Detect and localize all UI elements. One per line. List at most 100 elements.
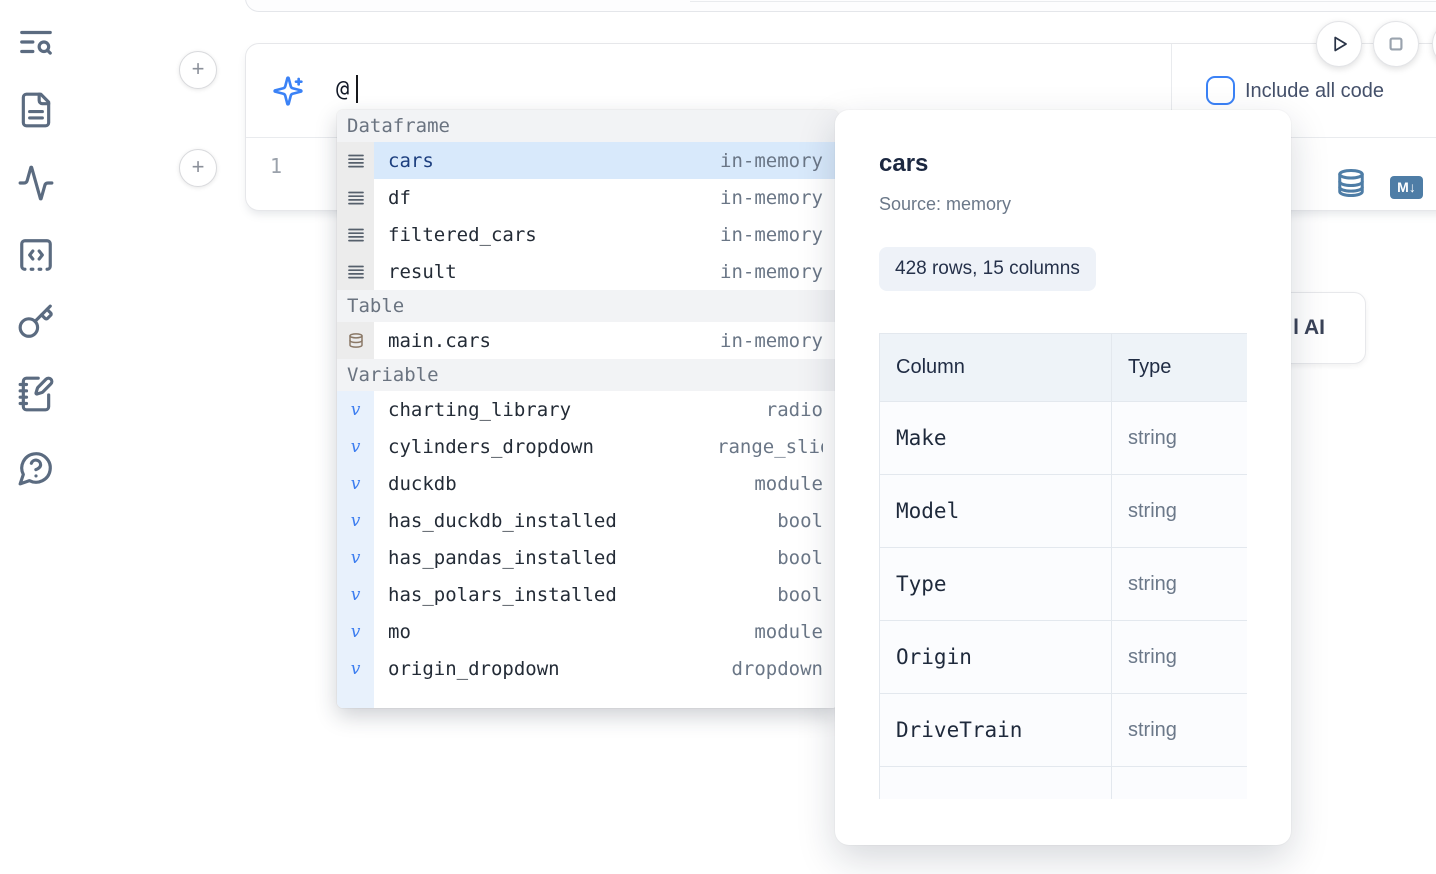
help-circle-icon[interactable] [17,449,55,487]
autocomplete-item[interactable]: main.carsin-memory [337,322,838,359]
autocomplete-item[interactable]: result in-memory [337,253,838,290]
editor-line-number: 1 [270,154,282,178]
key-icon[interactable] [17,303,55,341]
dataframe-icon [348,265,364,279]
autocomplete-item-type: in-memory [717,261,823,283]
autocomplete-item-type: in-memory [717,224,823,246]
autocomplete-item-type: bool [717,547,823,569]
autocomplete-item-type: radio [717,399,823,421]
autocomplete-item-gutter: v [337,465,374,502]
autocomplete-item[interactable] [337,687,838,708]
autocomplete-item-gutter [337,322,374,359]
autocomplete-item-type: module [717,621,823,643]
autocomplete-item-name: result [388,261,457,283]
autocomplete-item-body: cars in-memory [374,142,838,179]
database-icon[interactable] [1336,166,1366,200]
autocomplete-item-gutter: v [337,391,374,428]
autocomplete-item-name: cars [388,150,434,172]
schema-table-wrap: ColumnTypeMakestringModelstringTypestrin… [879,333,1247,799]
file-text-icon[interactable] [17,91,55,129]
notebook-pen-icon[interactable] [17,375,55,413]
autocomplete-item-body: momodule [374,613,838,650]
schema-header-column: Column [880,334,1112,402]
dataframe-icon [348,191,364,205]
autocomplete-item-gutter: v [337,576,374,613]
autocomplete-item-body: has_pandas_installed bool [374,539,838,576]
text-cursor [356,75,358,103]
autocomplete-item[interactable]: v has_polars_installed bool [337,576,838,613]
autocomplete-item-body: has_polars_installed bool [374,576,838,613]
schema-row: DriveTrainstring [880,694,1248,767]
dataframe-icon [348,154,364,168]
autocomplete-item-type: module [717,473,823,495]
autocomplete-item-type: range_slider [717,436,823,458]
autocomplete-item[interactable]: v momodule [337,613,838,650]
ai-action-label: l AI [1293,316,1325,340]
autocomplete-item[interactable]: vhas_pandas_installedbool [337,539,838,576]
schema-row: Modelstring [880,475,1248,548]
variable-icon: v [351,622,361,642]
autocomplete-item-gutter: v [337,650,374,687]
stop-button[interactable] [1373,21,1419,67]
code-square-icon[interactable] [17,236,55,274]
autocomplete-section-header: Dataframe [337,110,838,142]
include-all-code-checkbox[interactable] [1206,76,1235,105]
autocomplete-section-header: Table [337,290,838,322]
autocomplete-item-type: dropdown [717,658,823,680]
autocomplete-item-gutter: v [337,613,374,650]
column-type: string [1128,427,1177,449]
schema-row: Makestring [880,402,1248,475]
column-type: string [1128,646,1177,668]
play-icon [1326,31,1352,57]
autocomplete-item-type: bool [717,584,823,606]
stop-icon [1383,31,1409,57]
column-type: string [1128,719,1177,741]
schema-header-type: Type [1112,334,1248,402]
schema-row: Originstring [880,621,1248,694]
autocomplete-item[interactable]: cars in-memory [337,142,838,179]
autocomplete-item-body: filtered_cars in-memory [374,216,838,253]
activity-icon[interactable] [17,164,55,202]
autocomplete-item[interactable]: vorigin_dropdowndropdown [337,650,838,687]
autocomplete-item-gutter: v [337,502,374,539]
column-name: Model [896,499,959,523]
autocomplete-item[interactable]: dfin-memory [337,179,838,216]
autocomplete-item-type: in-memory [717,330,823,352]
autocomplete-item-gutter [337,142,374,179]
autocomplete-item[interactable]: v cylinders_dropdownrange_slider [337,428,838,465]
variable-icon: v [351,511,361,531]
autocomplete-item-body: main.carsin-memory [374,322,838,359]
autocomplete-item-name: has_pandas_installed [388,547,617,569]
run-cell-button[interactable] [1316,21,1362,67]
autocomplete-item-name: has_polars_installed [388,584,617,606]
autocomplete-item-gutter [337,687,374,708]
column-name: Type [896,572,947,596]
autocomplete-item-body: charting_libraryradio [374,391,838,428]
autocomplete-item-body: has_duckdb_installedbool [374,502,838,539]
autocomplete-item-body: cylinders_dropdownrange_slider [374,428,838,465]
text-search-icon[interactable] [17,23,55,61]
autocomplete-item-body: dfin-memory [374,179,838,216]
autocomplete-item[interactable]: v has_duckdb_installedbool [337,502,838,539]
autocomplete-item-body: origin_dropdowndropdown [374,650,838,687]
autocomplete-item[interactable]: v duckdbmodule [337,465,838,502]
autocomplete-item-type: in-memory [717,187,823,209]
markdown-convert-icon[interactable]: M↓ [1390,176,1423,199]
variable-icon: v [351,474,361,494]
add-cell-above-button[interactable]: + [179,51,217,89]
autocomplete-item-name: filtered_cars [388,224,537,246]
autocomplete-item-gutter: v [337,428,374,465]
variable-icon: v [351,437,361,457]
schema-table: ColumnTypeMakestringModelstringTypestrin… [879,333,1247,799]
add-cell-below-button[interactable]: + [179,149,217,187]
autocomplete-item-name: has_duckdb_installed [388,510,617,532]
schema-row: Typestring [880,548,1248,621]
autocomplete-item[interactable]: filtered_cars in-memory [337,216,838,253]
include-all-code-label: Include all code [1245,80,1384,103]
autocomplete-item-body: duckdbmodule [374,465,838,502]
previous-cell-inner-remnant [690,0,1436,2]
autocomplete-item[interactable]: vcharting_libraryradio [337,391,838,428]
ai-prompt-input[interactable]: @ [336,77,349,102]
autocomplete-item-type: in-memory [717,150,823,172]
